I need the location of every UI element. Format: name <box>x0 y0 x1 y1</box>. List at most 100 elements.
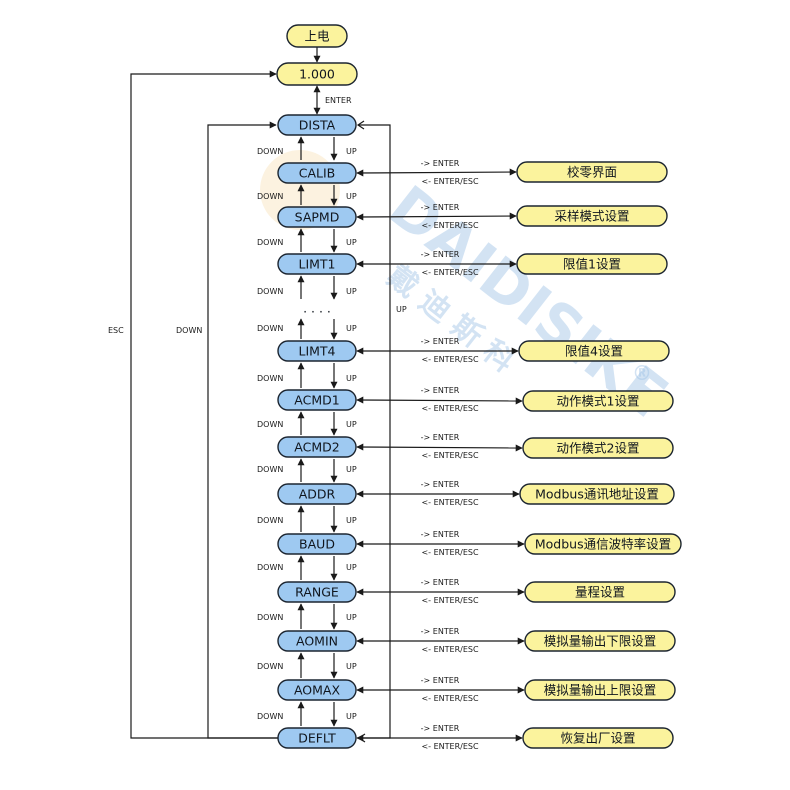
menu-node-addr-shape <box>277 483 357 505</box>
enter-esc-label-aomin: <- ENTER/ESC <box>421 645 479 654</box>
target-node-acmd1[interactable]: 动作模式1设置 <box>522 390 674 412</box>
down-label-11: DOWN <box>257 662 283 671</box>
menu-node-range[interactable]: RANGE <box>277 581 357 603</box>
menu-node-dista-shape <box>277 114 357 136</box>
enter-label-aomax: -> ENTER <box>421 676 460 685</box>
target-node-aomin[interactable]: 模拟量输出下限设置 <box>524 630 676 652</box>
target-node-limt4[interactable]: 限值4设置 <box>518 340 670 362</box>
menu-node-deflt-label: DEFLT <box>298 731 336 746</box>
down-label-8: DOWN <box>257 516 283 525</box>
menu-node-calib[interactable]: CALIB <box>277 162 357 184</box>
connector-lines <box>130 47 525 743</box>
power-on-node: 上电 <box>286 24 348 48</box>
power-on-node-label: 上电 <box>304 29 330 44</box>
enter-esc-label-limt1: <- ENTER/ESC <box>421 268 479 277</box>
menu-node-aomax-label: AOMAX <box>294 683 341 698</box>
up-label-11: UP <box>346 662 357 671</box>
enter-label-range: -> ENTER <box>421 578 460 587</box>
enter-esc-label-acmd1: <- ENTER/ESC <box>421 404 479 413</box>
menu-node-limt1-label: LIMT1 <box>298 257 335 272</box>
target-node-acmd2-shape <box>522 437 674 459</box>
menu-node-limt4-shape <box>277 340 357 362</box>
menu-node-deflt[interactable]: DEFLT <box>277 727 357 749</box>
menu-node-dista[interactable]: DISTA <box>277 114 357 136</box>
target-node-sapmd-shape <box>516 205 668 227</box>
enter-esc-label-sapmd: <- ENTER/ESC <box>421 221 479 230</box>
target-node-addr[interactable]: Modbus通讯地址设置 <box>519 483 675 505</box>
up-label-1: UP <box>346 192 357 201</box>
target-node-calib[interactable]: 校零界面 <box>516 161 668 183</box>
down-label-3: DOWN <box>257 287 283 296</box>
menu-node-acmd2-label: ACMD2 <box>294 440 339 455</box>
target-node-sapmd[interactable]: 采样模式设置 <box>516 205 668 227</box>
menu-node-baud-label: BAUD <box>299 537 335 552</box>
up-label-12: UP <box>346 712 357 721</box>
up-loop-arrowhead <box>356 120 365 130</box>
menu-node-range-shape <box>277 581 357 603</box>
menu-node-limt4[interactable]: LIMT4 <box>277 340 357 362</box>
up-label-8: UP <box>346 516 357 525</box>
target-node-range[interactable]: 量程设置 <box>524 581 676 603</box>
target-node-aomax[interactable]: 模拟量输出上限设置 <box>524 679 676 701</box>
display-value-node: 1.000 <box>276 62 358 86</box>
enter-link-sapmd <box>356 212 517 221</box>
menu-node-aomin[interactable]: AOMIN <box>277 630 357 652</box>
up-label-10: UP <box>346 613 357 622</box>
menu-node-limt1[interactable]: LIMT1 <box>277 253 357 275</box>
menu-node-acmd1-shape <box>277 389 357 411</box>
menu-node-acmd1[interactable]: ACMD1 <box>277 389 357 411</box>
down-label-7: DOWN <box>257 465 283 474</box>
menu-node-acmd2-shape <box>277 436 357 458</box>
enter-esc-label-range: <- ENTER/ESC <box>421 596 479 605</box>
up-loop-label: UP <box>396 305 407 314</box>
menu-node-calib-shape <box>277 162 357 184</box>
target-node-baud[interactable]: Modbus通信波特率设置 <box>524 533 682 555</box>
ellipsis-dots: · · · · <box>303 304 331 319</box>
enter-label-top: ENTER <box>325 96 352 105</box>
target-node-limt1-shape <box>516 253 668 275</box>
display-value-node-shape <box>276 62 358 86</box>
menu-node-aomax[interactable]: AOMAX <box>277 679 357 701</box>
enter-esc-label-deflt: <- ENTER/ESC <box>421 742 479 751</box>
target-node-calib-shape <box>516 161 668 183</box>
watermark-registered-mark: ® <box>632 361 652 385</box>
target-node-baud-label: Modbus通信波特率设置 <box>535 537 671 552</box>
target-node-calib-label: 校零界面 <box>567 165 617 180</box>
menu-node-addr[interactable]: ADDR <box>277 483 357 505</box>
target-node-acmd1-label: 动作模式1设置 <box>557 394 640 409</box>
watermark: DAIDISIKE 戴 迪 斯 科 ® <box>260 150 680 431</box>
enter-link-acmd2 <box>356 443 523 452</box>
target-node-addr-shape <box>519 483 675 505</box>
target-node-limt1[interactable]: 限值1设置 <box>516 253 668 275</box>
up-label-3: UP <box>346 287 357 296</box>
target-node-acmd2-label: 动作模式2设置 <box>557 441 640 456</box>
target-node-deflt[interactable]: 恢复出厂设置 <box>522 727 674 749</box>
target-node-acmd2[interactable]: 动作模式2设置 <box>522 437 674 459</box>
target-node-limt1-label: 限值1设置 <box>563 257 621 272</box>
enter-label-limt1: -> ENTER <box>421 250 460 259</box>
enter-label-deflt: -> ENTER <box>421 724 460 733</box>
menu-node-aomin-shape <box>277 630 357 652</box>
down-label-2: DOWN <box>257 238 283 247</box>
menu-node-baud[interactable]: BAUD <box>277 533 357 555</box>
menu-node-aomax-shape <box>277 679 357 701</box>
menu-node-acmd2[interactable]: ACMD2 <box>277 436 357 458</box>
menu-node-sapmd-shape <box>277 206 357 228</box>
menu-node-baud-shape <box>277 533 357 555</box>
enter-link-calib <box>356 168 517 177</box>
down-label-0: DOWN <box>257 147 283 156</box>
up-label-5: UP <box>346 374 357 383</box>
target-node-aomin-shape <box>524 630 676 652</box>
target-node-range-shape <box>524 581 676 603</box>
down-label-1: DOWN <box>257 192 283 201</box>
menu-node-sapmd[interactable]: SAPMD <box>277 206 357 228</box>
target-node-limt4-shape <box>518 340 670 362</box>
enter-label-aomin: -> ENTER <box>421 627 460 636</box>
up-label-7: UP <box>346 465 357 474</box>
display-value-node-label: 1.000 <box>299 67 335 82</box>
down-label-10: DOWN <box>257 613 283 622</box>
target-node-baud-shape <box>524 533 682 555</box>
menu-node-dista-label: DISTA <box>299 118 336 133</box>
target-node-aomax-shape <box>524 679 676 701</box>
